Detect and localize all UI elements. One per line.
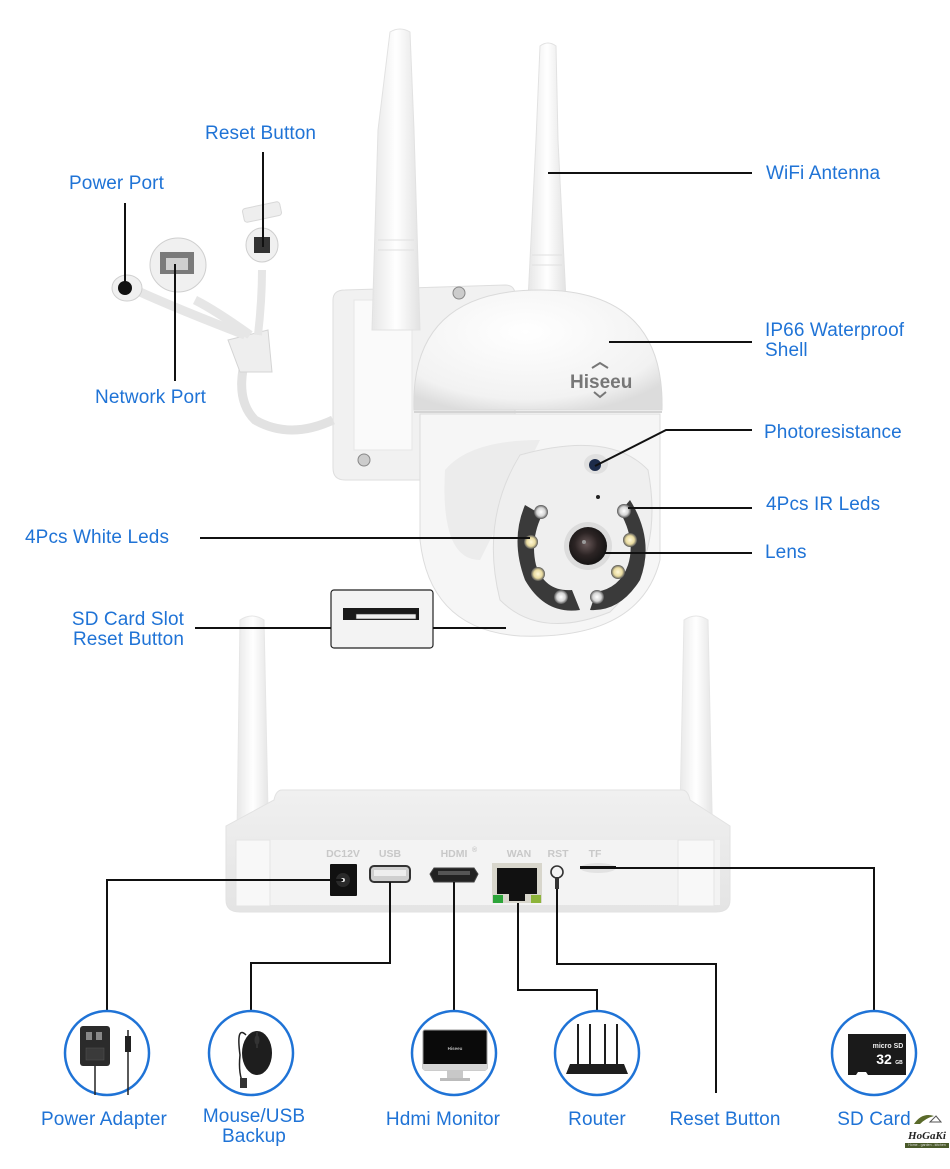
- monitor-icon: Hiseeu: [422, 1029, 488, 1081]
- ir-leds: [534, 504, 631, 604]
- label-sd-card: SD Card: [837, 1109, 911, 1130]
- sd-card-icon: micro SD 32 GB: [848, 1034, 906, 1075]
- callout-wifi-antenna: WiFi Antenna: [766, 163, 881, 184]
- wan-ethernet-port: [492, 863, 542, 903]
- port-label-rst: RST: [548, 848, 570, 860]
- microphone-hole: [596, 495, 600, 499]
- accessory-hdmi-monitor: Hiseeu: [410, 1009, 498, 1097]
- callout-sd-slot-line1: SD Card Slot: [71, 609, 184, 630]
- leader-router: [517, 903, 598, 1011]
- port-label-usb: USB: [379, 848, 402, 860]
- accessory-router: [553, 1009, 641, 1097]
- watermark-logo: HoGaKi Home - garden - kitchen: [905, 1112, 949, 1148]
- port-label-hdmi: HDMI: [441, 848, 468, 860]
- callout-lens: Lens: [765, 542, 807, 563]
- camera-antenna-right: [527, 42, 567, 301]
- callout-waterproof-shell-line1: IP66 Waterproof: [765, 320, 905, 341]
- camera-device: Hiseeu: [111, 28, 663, 637]
- port-label-dc: DC12V: [326, 848, 360, 860]
- accessory-sd-card: micro SD 32 GB: [830, 1009, 918, 1097]
- label-mouse-usb-line1: Mouse/USB: [202, 1106, 306, 1127]
- router-icon: [566, 1024, 628, 1074]
- accessory-mouse: [207, 1009, 295, 1097]
- sd-slot-inset: [330, 589, 434, 649]
- sd-card-unit: GB: [895, 1060, 903, 1066]
- label-reset-button: Reset Button: [669, 1109, 781, 1130]
- power-adapter-icon: [80, 1026, 131, 1095]
- leader-reset-button-nvr: [556, 889, 717, 1093]
- leader-sd-card: [616, 867, 875, 1011]
- reset-pinhole: [550, 865, 564, 889]
- label-mouse-usb-line2: Backup: [222, 1126, 286, 1147]
- mouse-icon: [238, 1031, 272, 1088]
- leader-mouse-usb: [250, 882, 391, 1011]
- leader-photoresistance: [594, 429, 752, 467]
- callout-sd-slot-line2: Reset Button: [72, 629, 184, 650]
- port-label-hdmi-mark: ®: [472, 846, 478, 854]
- sd-card-capacity: 32: [876, 1051, 892, 1067]
- label-router: Router: [568, 1109, 626, 1130]
- callout-waterproof-shell-line2: Shell: [765, 340, 808, 361]
- camera-antenna-left: [371, 28, 421, 331]
- accessory-power-adapter: [63, 1009, 151, 1097]
- callout-network-port: Network Port: [95, 387, 207, 408]
- usb-port: [369, 865, 411, 883]
- leaf-house-icon: [914, 1115, 943, 1124]
- accessory-circle: [553, 1009, 641, 1097]
- watermark-name: HoGaKi: [908, 1130, 946, 1142]
- label-power-adapter: Power Adapter: [41, 1109, 167, 1130]
- label-mouse-usb: Mouse/USB Backup: [203, 1107, 305, 1147]
- callout-white-leds: 4Pcs White Leds: [25, 527, 170, 548]
- watermark-tagline: Home - garden - kitchen: [905, 1143, 949, 1148]
- white-leds: [524, 533, 637, 581]
- callout-waterproof-shell: IP66 Waterproof Shell: [765, 321, 904, 361]
- monitor-screen-logo: Hiseeu: [448, 1046, 463, 1051]
- callout-sd-slot: SD Card Slot Reset Button: [62, 610, 184, 650]
- callout-photoresistance: Photoresistance: [764, 422, 902, 443]
- port-label-tf: TF: [589, 848, 602, 860]
- callout-reset-button: Reset Button: [205, 123, 317, 144]
- sd-card-brand: micro SD: [873, 1043, 904, 1050]
- callout-ir-leds: 4Pcs IR Leds: [766, 494, 881, 515]
- photoresistor: [584, 454, 608, 474]
- brand-logo: Hiseeu: [570, 372, 632, 393]
- callout-power-port: Power Port: [69, 173, 164, 194]
- port-label-wan: WAN: [507, 848, 532, 860]
- hdmi-port: [429, 867, 479, 883]
- leader-power-adapter: [106, 879, 343, 1011]
- nvr-device: DC12V USB HDMI ® WAN RST TF: [225, 615, 731, 913]
- leader-lines: [106, 152, 875, 1093]
- tf-card-slot: [580, 863, 616, 873]
- label-hdmi-monitor: Hdmi Monitor: [385, 1109, 501, 1130]
- camera-lens: [564, 522, 612, 570]
